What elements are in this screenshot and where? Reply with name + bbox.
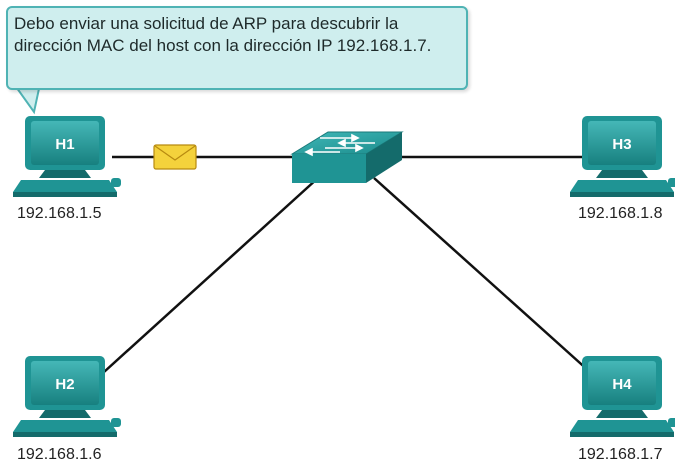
computer-icon — [570, 356, 675, 437]
callout-text: Debo enviar una solicitud de ARP para de… — [14, 14, 432, 55]
ip-address-h2: 192.168.1.6 — [17, 446, 102, 463]
host-label-h4: H4 — [612, 376, 632, 393]
ip-address-h3: 192.168.1.8 — [578, 205, 663, 222]
ip-address-h1: 192.168.1.5 — [17, 205, 102, 222]
link-switch-h4 — [373, 177, 591, 373]
computer-icon — [570, 116, 675, 197]
computer-icon — [13, 356, 121, 437]
switch-icon — [290, 131, 404, 183]
envelope-icon — [153, 144, 197, 170]
speech-bubble — [6, 6, 468, 90]
host-label-h3: H3 — [612, 136, 631, 153]
ip-address-h4: 192.168.1.7 — [578, 446, 663, 463]
host-label-h1: H1 — [55, 136, 74, 153]
link-switch-h2 — [103, 177, 319, 373]
host-label-h2: H2 — [55, 376, 74, 393]
computer-icon — [13, 116, 121, 197]
